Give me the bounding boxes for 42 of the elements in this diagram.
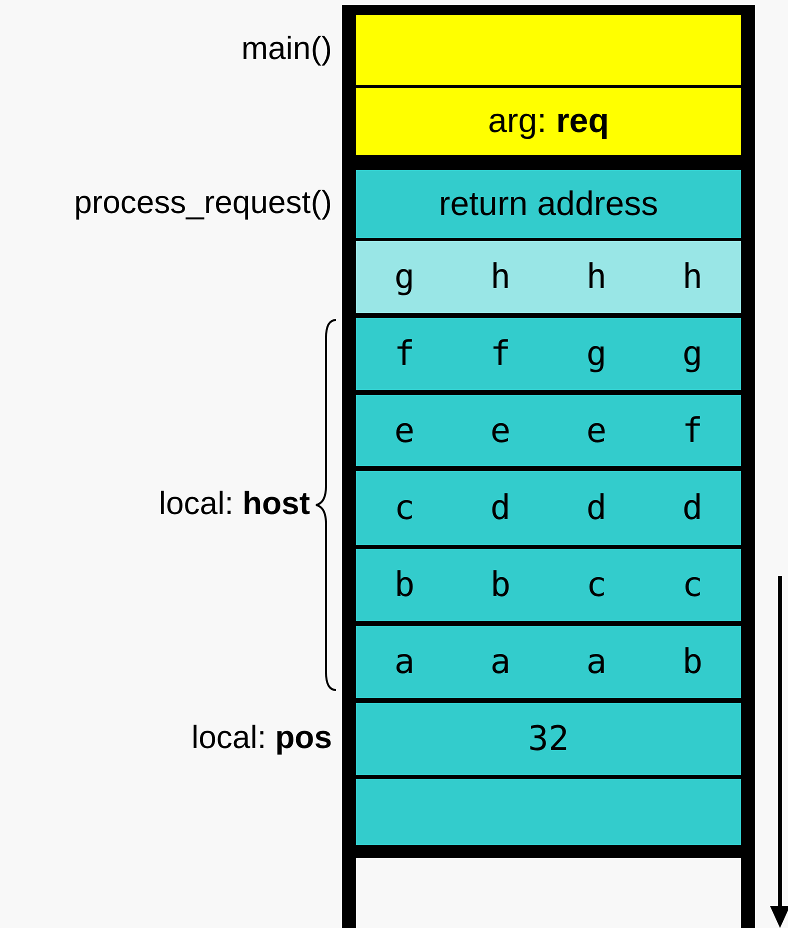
byte-char: d xyxy=(586,488,607,528)
stack-slot xyxy=(356,395,741,466)
byte-char: e xyxy=(490,410,511,450)
stack-slot xyxy=(356,15,741,85)
stack-slot xyxy=(356,703,741,775)
byte-char: c xyxy=(586,565,607,605)
slot-text: 32 xyxy=(528,719,569,759)
frame-label: main() xyxy=(241,30,332,67)
byte-char: g xyxy=(586,334,607,374)
byte-char: g xyxy=(682,334,703,374)
stack-slot xyxy=(356,170,741,238)
byte-char: g xyxy=(394,257,415,297)
stack-slot xyxy=(356,88,741,155)
frame-label: process_request() xyxy=(74,184,332,221)
byte-char: a xyxy=(490,642,511,682)
stack-slot xyxy=(356,779,741,845)
byte-char: f xyxy=(682,410,703,450)
stack-slot xyxy=(356,241,741,313)
byte-char: a xyxy=(586,642,607,682)
byte-char: b xyxy=(490,565,511,605)
frame-label: local: pos xyxy=(192,719,332,756)
byte-char: a xyxy=(394,642,415,682)
byte-char: d xyxy=(490,488,511,528)
stack-slot xyxy=(356,471,741,545)
byte-char: h xyxy=(490,257,511,297)
byte-char: h xyxy=(586,257,607,297)
byte-char: f xyxy=(490,334,511,374)
byte-char: b xyxy=(682,642,703,682)
byte-char: h xyxy=(682,257,703,297)
byte-char: e xyxy=(394,410,415,450)
byte-char: f xyxy=(394,334,415,374)
stack-slot xyxy=(356,626,741,698)
stack-slot xyxy=(356,549,741,621)
byte-char: b xyxy=(394,565,415,605)
byte-char: e xyxy=(586,410,607,450)
slot-text: arg: req xyxy=(488,102,609,141)
byte-char: c xyxy=(682,565,703,605)
slot-text: return address xyxy=(438,184,658,224)
byte-char: c xyxy=(394,488,415,528)
brace-label: local: host xyxy=(158,485,310,522)
stack-slot xyxy=(356,318,741,390)
byte-char: d xyxy=(682,488,703,528)
